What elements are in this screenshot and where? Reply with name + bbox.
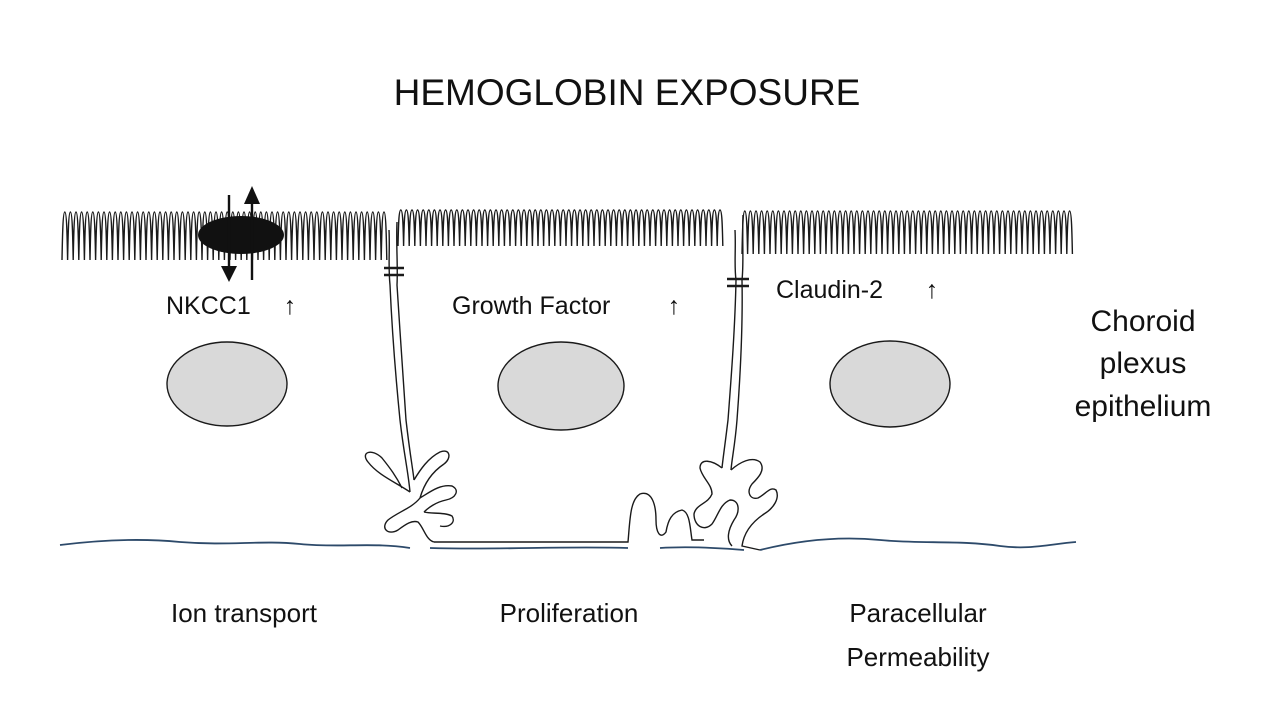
function-label-paracellular: Paracellular [849,598,987,628]
nkcc1-transporter-icon [198,186,284,282]
nucleus-cell-1 [166,341,288,427]
increase-arrow-icon: ↑ [668,292,681,320]
microvilli-cell-1 [61,211,388,261]
increase-arrow-icon: ↑ [284,292,297,320]
basal-membrane-middle [434,492,704,543]
function-label-proliferation: Proliferation [500,598,639,628]
marker-label-claudin-2: Claudin-2 [776,276,883,304]
marker-label-nkcc1: NKCC1 [166,292,251,320]
marker-label-growth-factor: Growth Factor [452,292,610,320]
increase-arrow-icon: ↑ [926,276,939,304]
tissue-label-line-1: Choroid [1090,305,1195,338]
microvilli-cell-2 [397,209,724,247]
lateral-membrane-left [388,221,415,493]
nucleus-cell-3 [829,340,951,428]
microvilli-cell-3 [741,210,1074,255]
basement-membrane [59,537,1077,551]
function-label-ion-transport: Ion transport [171,598,318,628]
tight-junction-left [384,266,404,277]
basal-infoldings-left [364,450,457,543]
tissue-label-line-2: plexus [1100,347,1187,380]
basal-infoldings-right [693,458,778,551]
lateral-membrane-right [721,214,744,471]
tight-junction-right [727,277,749,288]
function-label-permeability: Permeability [846,642,989,672]
diagram-title: HEMOGLOBIN EXPOSURE [394,72,861,113]
nucleus-cell-2 [497,341,625,431]
tissue-label-line-3: epithelium [1075,390,1212,423]
